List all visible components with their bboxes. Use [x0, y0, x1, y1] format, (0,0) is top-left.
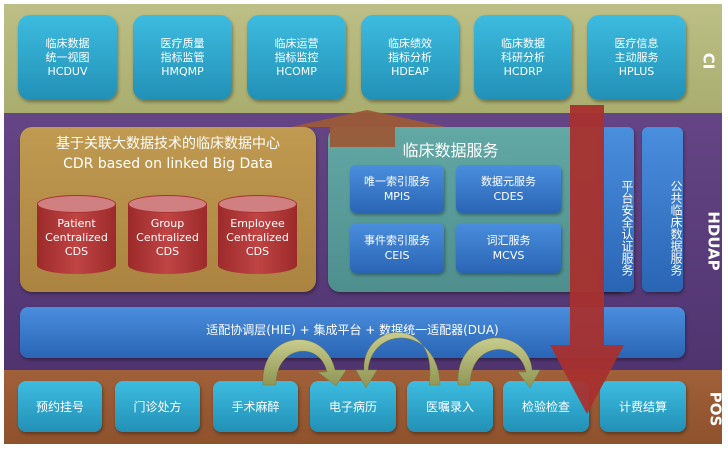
service-ceis[interactable]: 事件索引服务 CEIS [350, 223, 444, 273]
app-label: 临床运营 [274, 36, 319, 50]
adapter-layer-label: 适配协调层(HIE) + 集成平台 + 数据统一适配器(DUA) [206, 323, 499, 337]
cds-label: Centralized [45, 231, 108, 244]
service-label: 词汇服务 [486, 234, 531, 247]
cds-label: CDS [155, 245, 180, 258]
app-code: HCDUV [47, 64, 88, 78]
pos-item[interactable]: 医嘱录入 [407, 381, 493, 432]
cds-label: Centralized [226, 231, 289, 244]
app-code: HCOMP [276, 64, 317, 78]
cds-label: Patient [57, 217, 96, 230]
app-label: 指标分析 [388, 50, 432, 64]
app-code: HMQMP [161, 64, 204, 78]
service-mcvs[interactable]: 词汇服务 MCVS [456, 223, 561, 273]
upward-arrow [291, 110, 446, 147]
app-label: 统一视图 [45, 50, 90, 64]
flow-arrow [457, 337, 541, 389]
service-label: 唯一索引服务 [364, 175, 430, 188]
pos-item[interactable]: 计费结算 [600, 381, 686, 432]
app-code: HDEAP [391, 64, 429, 78]
service-code: CEIS [384, 249, 410, 262]
cds-label: CDS [64, 245, 89, 258]
cds-label: Centralized [136, 231, 199, 244]
service-code: MPIS [383, 190, 411, 203]
app-code: HPLUS [618, 64, 655, 78]
service-label: 事件索引服务 [364, 234, 430, 247]
cdr-title-cn: 基于关联大数据技术的临床数据中心 [56, 136, 280, 152]
app-label: 医疗质量 [160, 36, 205, 50]
app-label: 临床绩效 [388, 36, 432, 50]
service-cdes[interactable]: 数据元服务 CDES [456, 165, 561, 213]
app-label: 指标监管 [160, 50, 205, 64]
service-code: CDES [493, 190, 524, 203]
cdr-title-en: CDR based on linked Big Data [63, 156, 273, 172]
cds-label: Group [150, 217, 185, 230]
cds-label: Employee [230, 217, 285, 230]
service-mpis[interactable]: 唯一索引服务 MPIS [350, 165, 444, 213]
app-label: 医疗信息 [614, 36, 659, 50]
pos-item[interactable]: 预约挂号 [18, 381, 102, 432]
pos-item[interactable]: 门诊处方 [115, 381, 200, 432]
flow-arrow [355, 332, 441, 389]
platform-security-service[interactable]: 平台安全认证服务 [599, 127, 634, 292]
cds-label: CDS [245, 245, 270, 258]
pos-item[interactable]: 手术麻醉 [213, 381, 298, 432]
public-clinical-data-service[interactable]: 公共临床数据服务 [642, 127, 683, 292]
app-label: 临床数据 [501, 36, 545, 50]
flow-arrow [262, 339, 347, 387]
service-label: 数据元服务 [481, 175, 536, 188]
app-label: 指标监控 [274, 50, 319, 64]
pos-item[interactable]: 电子病历 [310, 381, 396, 432]
service-code: MCVS [492, 249, 525, 262]
app-code: HCDRP [503, 64, 543, 78]
app-label: 主动服务 [614, 50, 659, 64]
app-label: 科研分析 [501, 50, 545, 64]
downward-arrow [550, 105, 624, 414]
clinical-services-title: 临床数据服务 [402, 141, 499, 160]
app-label: 临床数据 [45, 36, 90, 50]
